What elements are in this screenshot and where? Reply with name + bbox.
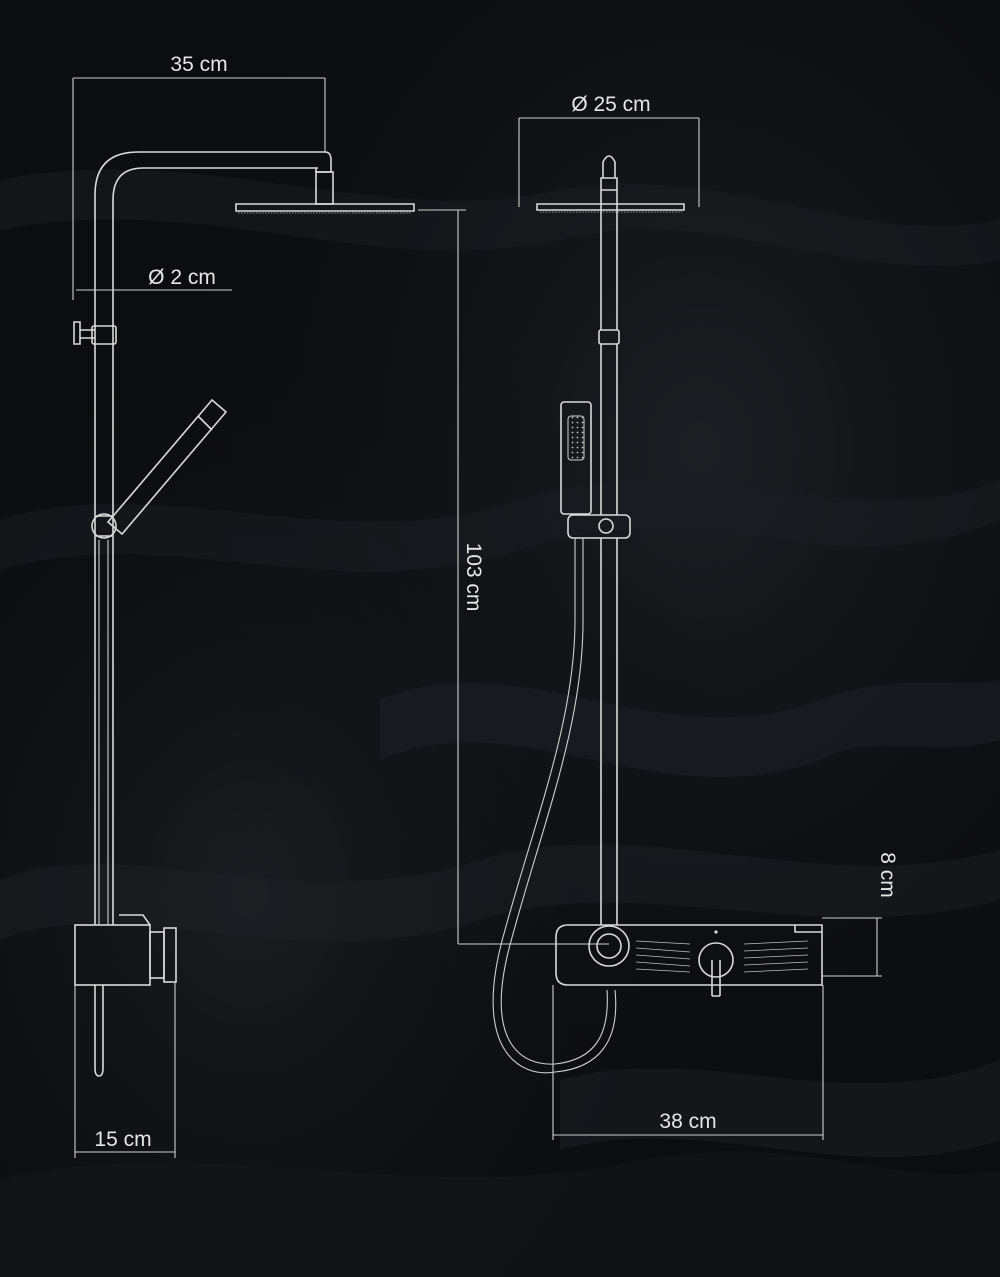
dim-arm-reach: 35 cm [72,53,326,300]
front-view: Ø 25 cm 103 cm 8 cm 38 cm [418,93,899,1140]
label-head-diameter: Ø 25 cm [571,93,650,116]
label-thermostat-width: 38 cm [659,1110,716,1133]
lower-pipe [94,985,104,1077]
dim-head-diameter: Ø 25 cm [518,93,700,207]
column-coupling [598,329,620,345]
temperature-knob [698,942,734,978]
hand-shower-nozzles [567,415,585,461]
head-connector-front [600,155,618,204]
dim-column-height: 103 cm [418,209,609,945]
thermostat-bar [555,924,823,997]
dim-thermostat-height: 8 cm [822,852,899,977]
arm-elbow [315,151,332,173]
hose-side [98,540,109,925]
column-pipe [600,204,618,925]
label-pipe-diameter: Ø 2 cm [148,266,216,289]
rain-head-front [536,203,685,211]
hand-shower-front [560,401,592,515]
label-thermostat-height: 8 cm [876,852,899,898]
slider-clamp-top [91,325,117,345]
slider-holder-front [567,514,631,539]
hand-shower-holder [91,513,117,539]
riser-pipe [94,151,318,925]
diverter-knob [588,925,630,967]
dim-thermostat-width: 38 cm [552,985,824,1140]
hand-shower-side [106,398,228,536]
hose-front [492,538,617,1074]
dim-pipe-diameter: Ø 2 cm [76,266,232,296]
rain-head-side [235,203,415,212]
label-column-height: 103 cm [462,543,485,612]
label-wall-depth: 15 cm [94,1128,151,1151]
side-view: 35 cm Ø 2 cm 15 cm [72,53,415,1158]
dim-wall-depth: 15 cm [74,982,176,1158]
label-arm-reach: 35 cm [170,53,227,76]
